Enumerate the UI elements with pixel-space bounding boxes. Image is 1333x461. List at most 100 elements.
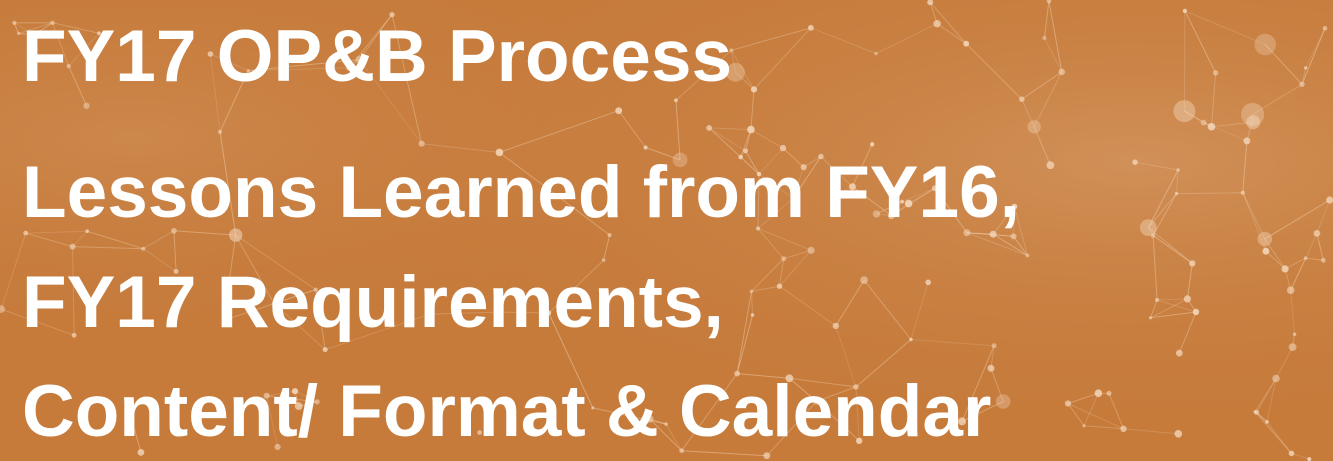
network-link: [1290, 290, 1296, 335]
network-link: [731, 27, 812, 51]
network-link: [990, 345, 995, 369]
network-node: [546, 310, 552, 316]
network-link: [681, 450, 767, 457]
network-node: [679, 448, 684, 454]
network-node: [818, 153, 824, 160]
network-link: [779, 285, 837, 327]
network-link: [173, 230, 177, 272]
network-link: [992, 233, 1028, 256]
network-link: [1305, 28, 1326, 69]
network-node: [263, 392, 270, 399]
network-node: [931, 185, 938, 192]
network-link: [736, 291, 752, 374]
network-node: [1288, 450, 1295, 457]
network-link: [1290, 257, 1307, 291]
network-link: [223, 303, 275, 321]
network-node: [645, 415, 654, 423]
network-node: [69, 243, 76, 250]
network-node: [672, 152, 688, 168]
network-node: [137, 449, 145, 456]
network-link: [548, 312, 594, 409]
network-link: [1, 308, 75, 336]
network-node: [1175, 349, 1183, 357]
network-link: [816, 401, 860, 442]
network-link: [1211, 72, 1217, 127]
network-node: [274, 443, 281, 450]
network-link: [52, 22, 70, 67]
network-link: [1176, 192, 1243, 195]
network-link: [1256, 378, 1277, 413]
network-node: [601, 258, 606, 262]
network-link: [1252, 114, 1254, 123]
network-link: [675, 49, 732, 101]
network-link: [851, 144, 873, 187]
network-link: [745, 150, 760, 175]
network-link: [1184, 110, 1204, 124]
network-node: [991, 343, 997, 349]
network-link: [173, 230, 236, 236]
network-link: [1305, 233, 1318, 259]
network-node: [50, 20, 55, 26]
network-node: [0, 305, 5, 313]
network-node: [1320, 257, 1326, 263]
network-link: [223, 289, 316, 321]
network-node: [706, 125, 712, 131]
network-link: [143, 248, 177, 272]
network-node: [800, 164, 807, 171]
network-link: [1013, 236, 1028, 256]
network-node: [1286, 286, 1295, 295]
network-link: [966, 232, 994, 235]
network-link: [751, 258, 785, 292]
network-node: [1192, 308, 1200, 316]
network-link: [757, 174, 760, 229]
network-link: [18, 22, 53, 34]
network-link: [779, 249, 812, 287]
network-link: [1242, 192, 1266, 240]
network-node: [1288, 343, 1297, 351]
network-link: [757, 197, 794, 229]
network-node: [904, 199, 913, 208]
network-node: [776, 283, 783, 289]
network-node: [963, 229, 971, 237]
network-link: [1150, 299, 1158, 318]
network-link: [1254, 378, 1277, 413]
network-link: [1264, 44, 1303, 85]
network-link: [548, 259, 604, 314]
network-link: [779, 258, 785, 287]
network-node: [1207, 122, 1216, 131]
network-node: [738, 154, 743, 160]
network-link: [1183, 10, 1186, 112]
network-link: [730, 50, 736, 73]
network-node: [221, 318, 226, 322]
network-link: [910, 282, 929, 340]
network-node: [747, 125, 755, 134]
network-link: [665, 423, 683, 451]
network-node: [1257, 231, 1273, 247]
network-link: [782, 147, 805, 168]
network-link: [753, 27, 812, 90]
network-node: [856, 437, 863, 444]
network-node: [346, 64, 353, 71]
network-link: [1048, 0, 1063, 72]
network-link: [803, 156, 822, 168]
network-node: [1173, 100, 1196, 123]
network-node: [1027, 120, 1041, 134]
network-link: [25, 230, 88, 234]
network-link: [603, 234, 611, 261]
network-link: [87, 230, 144, 250]
network-link: [1147, 169, 1179, 228]
network-node: [1094, 389, 1103, 398]
network-node: [314, 399, 320, 405]
network-link: [266, 390, 296, 397]
network-node: [1019, 96, 1025, 102]
network-link: [498, 311, 549, 314]
network-link: [1067, 403, 1124, 430]
network-link: [421, 143, 500, 153]
network-link: [1157, 298, 1188, 301]
network-node: [591, 406, 595, 410]
network-node: [872, 210, 881, 218]
network-link: [1211, 121, 1254, 128]
network-link: [1316, 199, 1331, 234]
network-node: [83, 102, 90, 110]
